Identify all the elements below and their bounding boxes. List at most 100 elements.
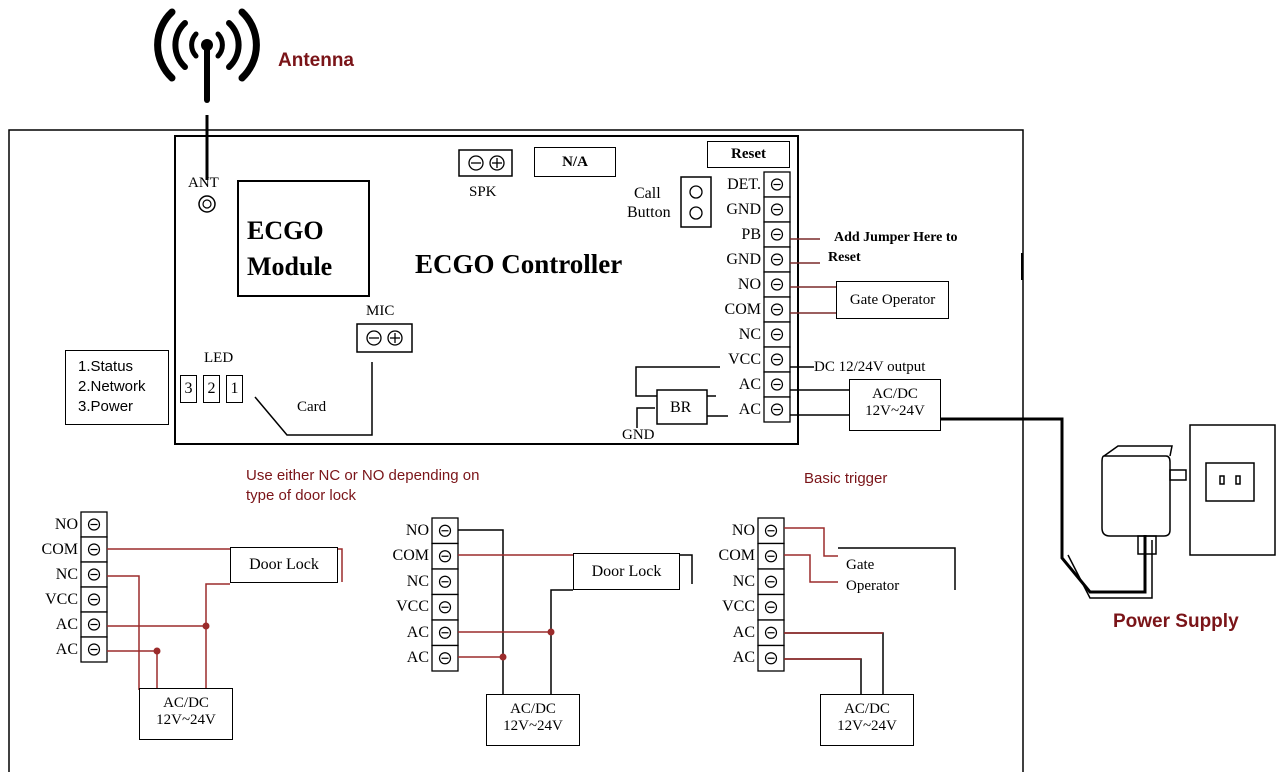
terminal-screw-icon (87, 593, 101, 606)
mic-connector (356, 323, 413, 353)
controller-terminal-label-vcc-7: VCC (728, 350, 761, 368)
terminal-screw-icon (770, 378, 784, 391)
reset-button: Reset (707, 141, 790, 168)
terminal-screw-icon (764, 524, 778, 537)
antenna-icon (154, 8, 260, 103)
controller-terminal-label-gnd-3: GND (726, 250, 761, 268)
acdc-line2: 12V~24V (865, 403, 925, 419)
card-slot (254, 362, 373, 436)
call-button (680, 176, 712, 228)
left-panel-terminal-label-vcc-3: VCC (45, 590, 78, 608)
ecgo-module: ECGO Module (237, 180, 370, 297)
mic-label: MIC (366, 303, 395, 319)
right-panel-terminal-label-ac-4: AC (732, 623, 755, 641)
terminal-screw-icon (770, 328, 784, 341)
left-panel-terminal-label-ac-5: AC (55, 640, 78, 658)
acdc-supply-right: AC/DC 12V~24V (820, 694, 914, 746)
jumper-note-line2: Reset (828, 250, 861, 265)
terminal-screw-icon (770, 228, 784, 241)
left-panel-terminal-label-ac-4: AC (55, 615, 78, 633)
terminal-screw-icon (438, 550, 452, 563)
middle-panel-terminal-label-ac-4: AC (406, 623, 429, 641)
controller-terminal-label-no-4: NO (737, 275, 761, 293)
right-panel-terminal-label-com-1: COM (718, 547, 755, 565)
terminal-screw-icon (770, 403, 784, 416)
nc-no-note-line1: Use either NC or NO depending on (246, 467, 480, 484)
terminal-screw-icon (764, 575, 778, 588)
led-1: 1 (226, 375, 243, 403)
basic-trigger-label: Basic trigger (804, 470, 888, 487)
acdc-line2: 12V~24V (503, 718, 563, 734)
jumper-note-line1: Add Jumper Here to (834, 230, 958, 245)
gate-operator-box: Gate Operator (836, 281, 949, 319)
terminal-screw-icon (770, 353, 784, 366)
power-adapter-icon (1101, 445, 1187, 555)
terminal-screw-icon (770, 303, 784, 316)
controller-terminal-label-nc-6: NC (738, 325, 761, 343)
controller-terminal-strip (763, 171, 791, 423)
gate-operator-line2: Operator (846, 578, 900, 594)
module-label-line2: Module (247, 252, 333, 281)
br-box (656, 389, 708, 425)
terminal-screw-icon (87, 518, 101, 531)
right-panel-terminal-label-vcc-3: VCC (722, 598, 755, 616)
terminal-screw-icon (764, 601, 778, 614)
door-lock-box-left: Door Lock (230, 547, 338, 583)
led-3: 3 (180, 375, 197, 403)
middle-panel-terminal-label-nc-2: NC (406, 572, 429, 590)
left-panel-terminal-label-no-0: NO (54, 515, 78, 533)
terminal-screw-icon (770, 253, 784, 266)
wiring-panel-door-lock-left (80, 511, 108, 663)
gnd-label: GND (622, 427, 655, 443)
controller-terminal-label-det-0: DET. (727, 175, 761, 193)
ant-connector (198, 195, 216, 213)
terminal-screw-icon (87, 543, 101, 556)
controller-terminal-label-com-5: COM (724, 300, 761, 318)
middle-panel-terminal-label-ac-5: AC (406, 649, 429, 667)
terminal-screw-icon (87, 618, 101, 631)
right-panel-terminal-label-ac-5: AC (732, 649, 755, 667)
dc-output-label: DC 12/24V output (814, 359, 926, 375)
enclosure-outline (8, 129, 1024, 772)
right-panel-terminal-label-nc-2: NC (732, 572, 755, 590)
left-panel-terminal-label-com-1: COM (41, 540, 78, 558)
antenna-label: Antenna (278, 50, 354, 71)
terminal-screw-icon (438, 524, 452, 537)
terminal-screw-icon (438, 575, 452, 588)
middle-panel-terminal-label-vcc-3: VCC (396, 598, 429, 616)
controller-title: ECGO Controller (415, 249, 623, 279)
led-2: 2 (203, 375, 220, 403)
terminal-screw-icon (87, 568, 101, 581)
terminal-screw-icon (764, 550, 778, 563)
controller-terminal-label-ac-8: AC (738, 375, 761, 393)
wiring-panel-door-lock-middle (431, 517, 459, 672)
middle-panel-terminal-label-com-1: COM (392, 547, 429, 565)
acdc-line1: AC/DC (163, 695, 209, 711)
legend-power: 3.Power (78, 398, 134, 415)
acdc-line1: AC/DC (844, 701, 890, 717)
terminal-screw-icon (438, 601, 452, 614)
spk-connector (458, 149, 513, 177)
controller-terminal-label-gnd-1: GND (726, 200, 761, 218)
acdc-line2: 12V~24V (156, 712, 216, 728)
terminal-screw-icon (438, 626, 452, 639)
acdc-line1: AC/DC (510, 701, 556, 717)
terminal-screw-icon (770, 203, 784, 216)
legend-network: 2.Network (78, 378, 146, 395)
acdc-supply-controller: AC/DC 12V~24V (849, 379, 941, 431)
terminal-screw-icon (764, 626, 778, 639)
power-supply-label: Power Supply (1113, 611, 1239, 632)
acdc-line1: AC/DC (872, 386, 918, 402)
wall-outlet-icon (1189, 424, 1276, 556)
terminal-screw-icon (87, 643, 101, 656)
module-label-line1: ECGO (247, 216, 324, 245)
call-button-label-line2: Button (627, 204, 671, 221)
terminal-screw-icon (438, 652, 452, 665)
gate-operator-line1: Gate (846, 557, 875, 573)
acdc-line2: 12V~24V (837, 718, 897, 734)
terminal-screw-icon (770, 278, 784, 291)
na-box: N/A (534, 147, 616, 177)
controller-terminal-label-ac-9: AC (738, 400, 761, 418)
ant-label: ANT (188, 175, 219, 191)
led-legend: 1.Status 2.Network 3.Power (65, 350, 169, 425)
